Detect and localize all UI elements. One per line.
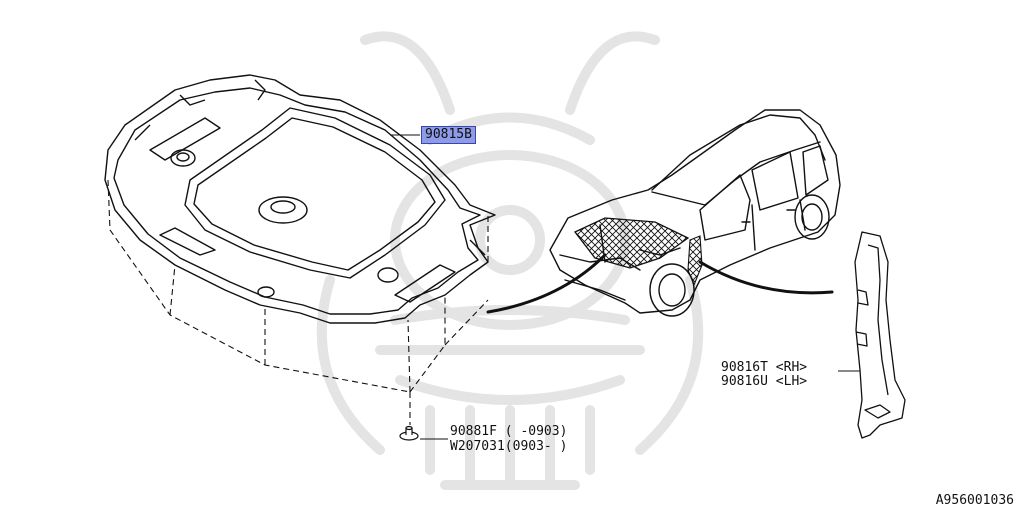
part-label-w207031[interactable]: W207031(0903- ) bbox=[450, 439, 568, 454]
part-label-90815b[interactable]: 90815B bbox=[421, 126, 476, 144]
diagram-code: A956001036 bbox=[935, 493, 1014, 508]
leader-lines bbox=[390, 134, 860, 440]
hood-insulator-part[interactable] bbox=[104, 74, 496, 324]
part-label-90816t[interactable]: 90816T <RH> bbox=[721, 360, 808, 375]
hood-insulator-location bbox=[573, 217, 703, 287]
projection-lines bbox=[107, 179, 489, 425]
fender-seal-part[interactable] bbox=[854, 231, 906, 439]
location-arrows bbox=[486, 253, 834, 314]
part-label-90881f[interactable]: 90881F ( -0903) bbox=[450, 424, 568, 439]
part-label-90816u[interactable]: 90816U <LH> bbox=[721, 374, 808, 389]
clip-part[interactable] bbox=[399, 425, 419, 441]
